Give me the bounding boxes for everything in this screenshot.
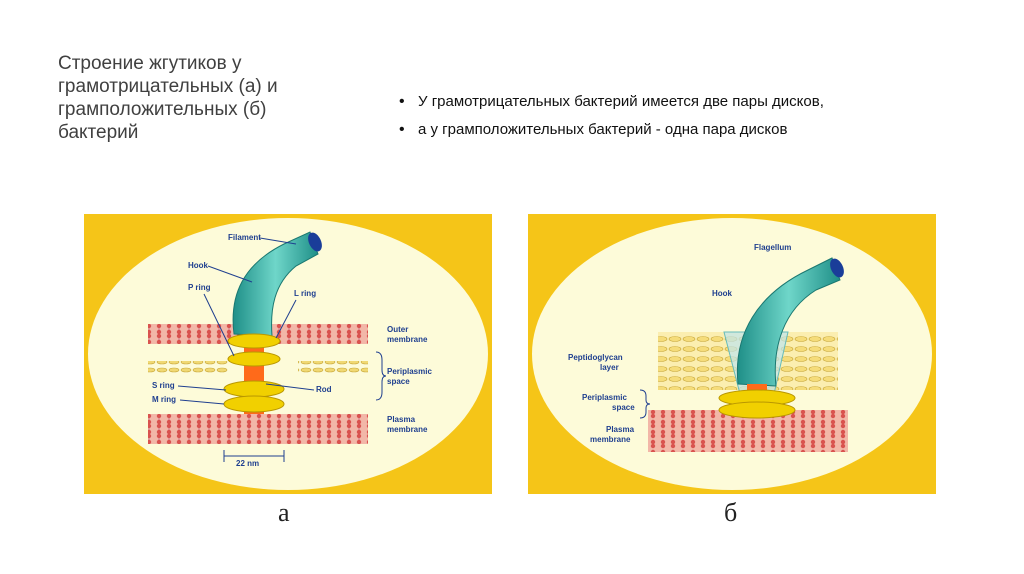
- leader-line: [275, 299, 297, 339]
- p-ring: [227, 351, 281, 367]
- label-plasma-membrane: membrane: [387, 425, 428, 434]
- label-plasma-membrane: Plasma: [387, 415, 416, 424]
- figure-b-diagram: Flagellum Hook Peptidoglycan layer Perip…: [528, 214, 936, 494]
- label-outer-membrane: Outer: [387, 325, 408, 334]
- label-plasma-membrane: Plasma: [606, 425, 635, 434]
- caption-b: б: [724, 498, 738, 527]
- flagellum-tip: [830, 258, 844, 278]
- leader-line: [265, 383, 315, 391]
- ring: [718, 401, 796, 419]
- leader-line: [177, 385, 227, 391]
- bullet-item: У грамотрицательных бактерий имеется две…: [396, 92, 824, 120]
- brace: [639, 389, 651, 419]
- label-plasma-membrane: membrane: [590, 435, 631, 444]
- title-line: бактерий: [58, 122, 139, 143]
- label-outer-membrane: membrane: [387, 335, 428, 344]
- m-ring: [223, 395, 285, 413]
- label-l-ring: L ring: [294, 289, 316, 298]
- label-peptidoglycan: layer: [600, 363, 619, 372]
- filament: [232, 231, 319, 337]
- label-hook: Hook: [188, 261, 209, 270]
- leader-line: [203, 293, 235, 357]
- title-line: Строение жгутиков у: [58, 53, 242, 74]
- caption-a: а: [278, 498, 290, 527]
- title-line: грамположительных (б): [58, 99, 267, 120]
- figure-a-diagram: Filament Hook P ring L ring Outer membra…: [84, 214, 492, 494]
- label-filament: Filament: [228, 233, 261, 242]
- label-periplasmic-space: Periplasmic: [582, 393, 627, 402]
- leader-line: [259, 237, 297, 245]
- l-ring: [227, 333, 281, 349]
- title-line: грамотрицательных (а) и: [58, 76, 278, 97]
- label-p-ring: P ring: [188, 283, 211, 292]
- s-ring: [223, 380, 285, 398]
- label-scale: 22 nm: [236, 459, 259, 468]
- slide-title: Строение жгутиков у грамотрицательных (а…: [58, 52, 358, 144]
- leader-line: [207, 265, 253, 283]
- label-rod: Rod: [316, 385, 332, 394]
- label-s-ring: S ring: [152, 381, 175, 390]
- label-periplasmic-space: space: [387, 377, 410, 386]
- label-m-ring: M ring: [152, 395, 176, 404]
- outer-membrane: [288, 324, 368, 344]
- bullet-list: У грамотрицательных бактерий имеется две…: [396, 92, 824, 148]
- flagellum: [736, 257, 841, 387]
- label-periplasmic-space: space: [612, 403, 635, 412]
- plasma-membrane: [148, 414, 368, 444]
- periplasmic-layer: [148, 361, 228, 373]
- filament-tip: [308, 232, 322, 252]
- brace: [375, 351, 387, 401]
- leader-line: [179, 399, 225, 405]
- label-hook: Hook: [712, 289, 733, 298]
- label-peptidoglycan: Peptidoglycan: [568, 353, 623, 362]
- bullet-item: а у грамположительных бактерий - одна па…: [396, 120, 824, 148]
- periplasmic-layer: [298, 361, 368, 373]
- label-flagellum: Flagellum: [754, 243, 791, 252]
- label-periplasmic-space: Periplasmic: [387, 367, 432, 376]
